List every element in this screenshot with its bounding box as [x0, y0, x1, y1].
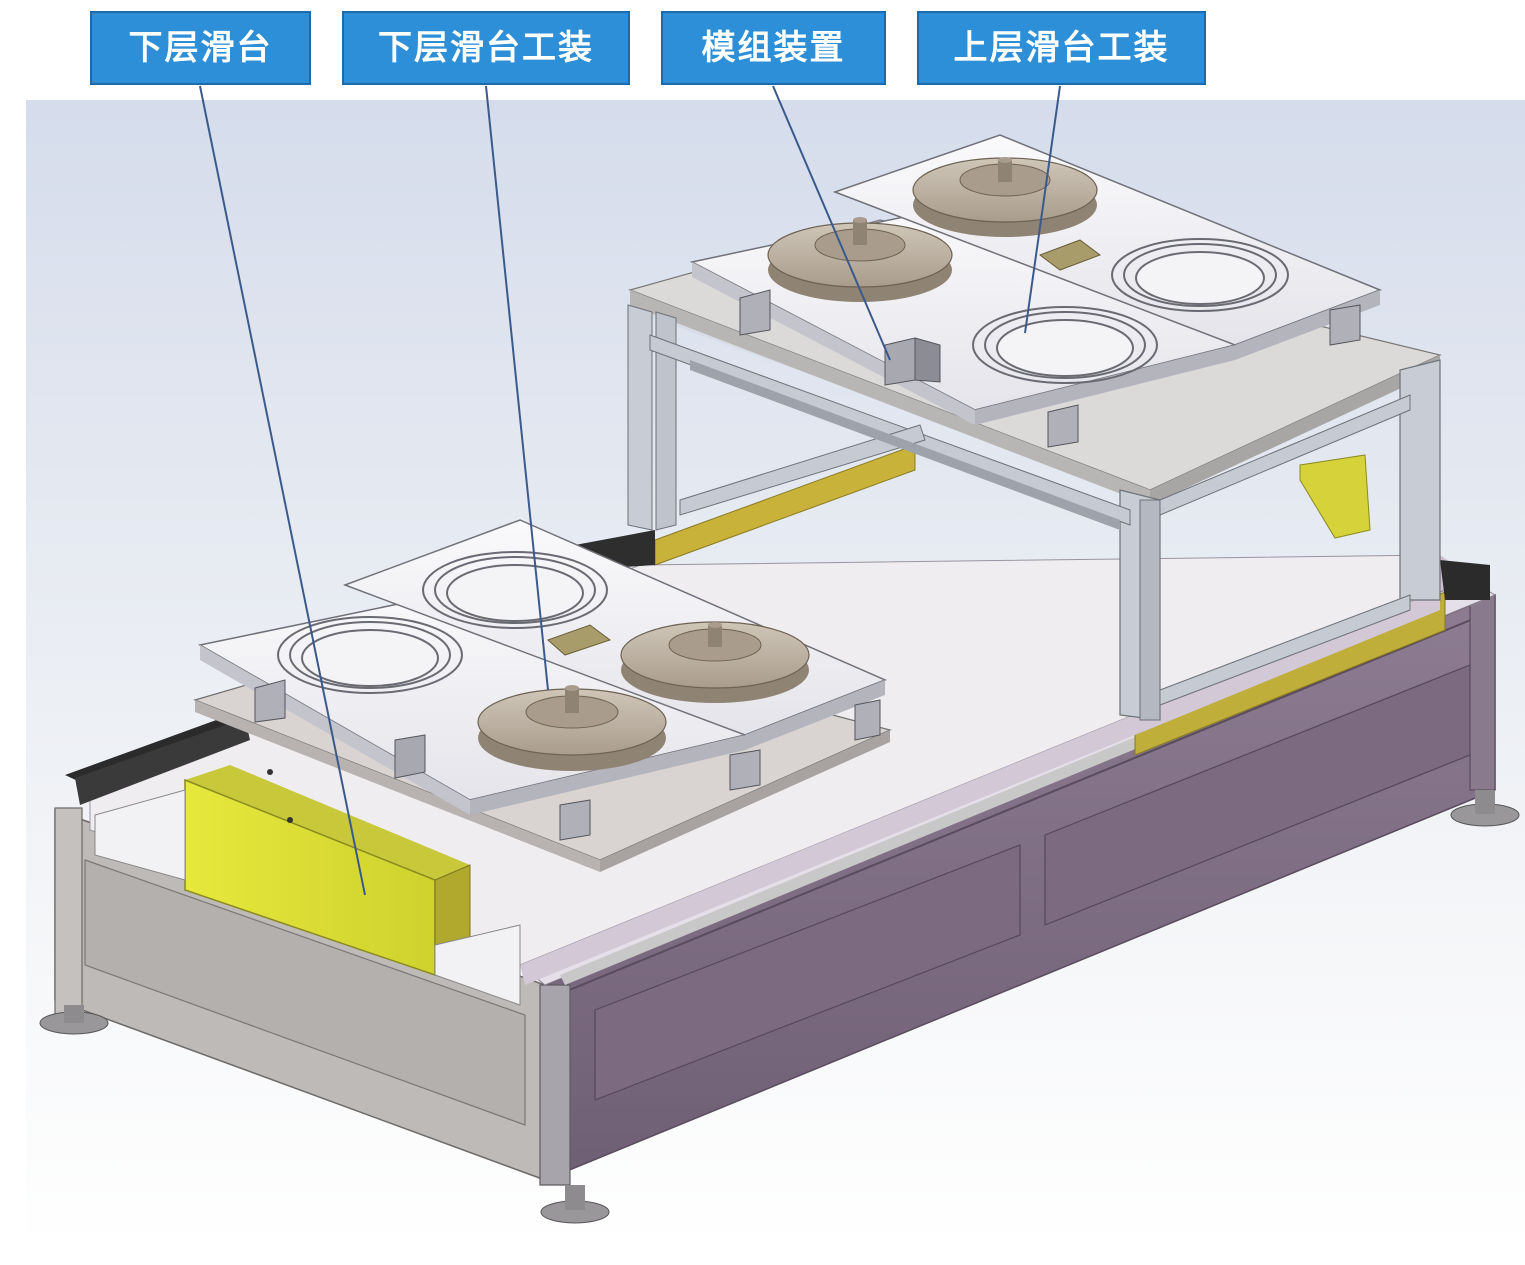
lower-slide-yellow-cover — [94, 765, 521, 1006]
lower-disk-1 — [477, 685, 667, 771]
lower-slide-tooling — [193, 519, 892, 872]
lower-disk-2 — [620, 621, 810, 703]
module-device — [884, 337, 941, 386]
leader-lines — [199, 85, 1061, 896]
leader-line-4 — [1024, 85, 1061, 334]
callout-lower-slide-tooling: 下层滑台工装 — [342, 11, 630, 85]
upper-disk-1 — [767, 217, 953, 302]
leader-line-3 — [772, 85, 891, 361]
leader-line-1 — [199, 85, 366, 896]
callout-lower-slide: 下层滑台 — [90, 11, 311, 85]
lower-ring-2 — [422, 551, 608, 629]
upper-ring-1 — [972, 306, 1158, 384]
upper-disk-2 — [912, 157, 1098, 237]
leveling-feet — [39, 790, 1520, 1224]
leader-line-2 — [485, 85, 549, 691]
callout-upper-slide-tooling: 上层滑台工装 — [917, 11, 1206, 85]
callout-upper-slide-tooling-label: 上层滑台工装 — [953, 28, 1170, 68]
lower-ring-1 — [277, 616, 463, 694]
callout-lower-slide-label: 下层滑台 — [128, 28, 273, 68]
callout-lower-slide-tooling-label: 下层滑台工装 — [378, 28, 594, 68]
callout-module-device: 模组装置 — [661, 11, 886, 85]
callout-module-device-label: 模组装置 — [701, 28, 846, 68]
upper-slide-tooling — [689, 134, 1383, 448]
upper-ring-2 — [1111, 238, 1289, 312]
